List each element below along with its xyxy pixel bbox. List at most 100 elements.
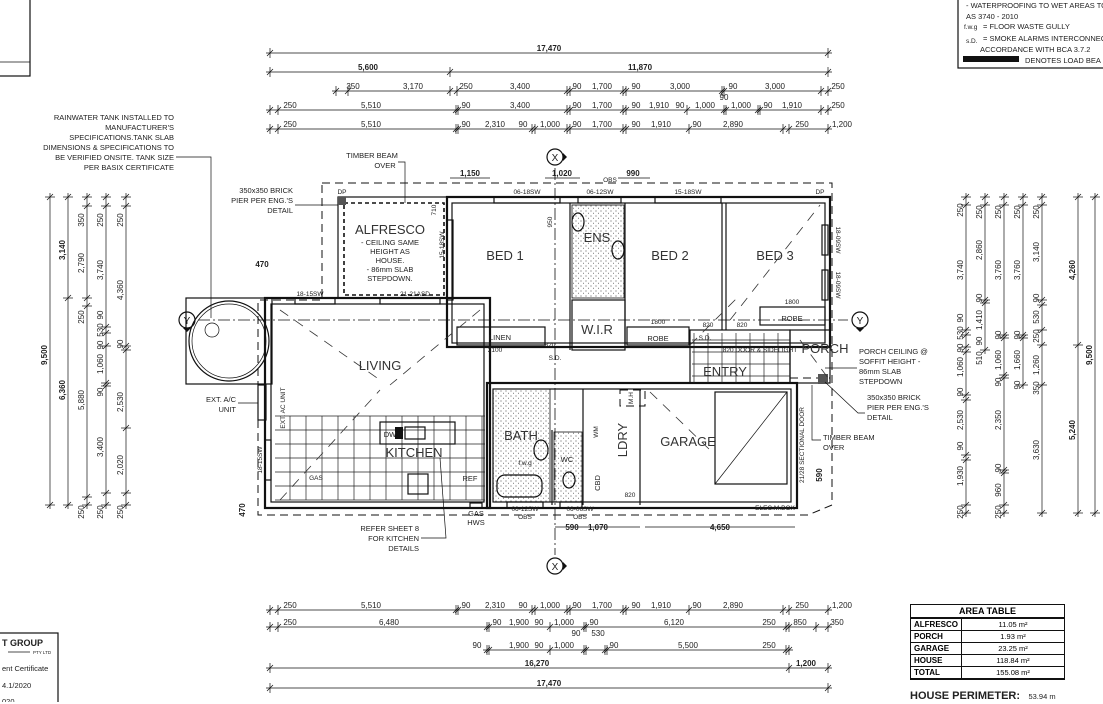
dimension-label: 250 [77,310,86,324]
dimension-label: 350 [77,213,86,227]
legend-line: ACCORDANCE WITH BCA 3.7.2 [980,45,1090,54]
svg-text:DETAIL: DETAIL [267,206,293,215]
dimension-label: 3,630 [1032,439,1041,460]
dimension-label: 1,060 [96,353,105,374]
dimension-label: 90 [96,340,105,349]
window-label: 18-15SW [257,446,264,474]
dimension-label: 5,600 [358,63,379,72]
dimension-label: 90 [462,601,471,610]
dimension-label: 90 [632,601,641,610]
dimension-label: 5,510 [361,601,382,610]
svg-text:OVER: OVER [823,443,845,452]
local-dimensions: 1,150 1,020 990 950 710 470 470 590 1,07… [238,169,824,532]
room-label-robe: ROBE [781,314,802,323]
room-label-garage: GARAGE [660,434,716,449]
smoke-alarm-label: S.D. [549,355,562,362]
room-label-bed1: BED 1 [486,248,524,263]
sd-symbol: s.D. [966,38,978,45]
toilet-icon [571,212,585,232]
window-label: 21-21ASD [400,291,430,298]
legend: - WATERPROOFING TO WET AREAS TO AS 3740 … [957,0,1103,69]
area-label: HOUSE [911,654,962,667]
dimension-label: 3,140 [1032,241,1041,262]
dimension-label: 90 [535,618,544,627]
bath-tiles [492,388,551,503]
ext-ac-note: EXT. A/C UNIT [206,384,267,421]
svg-text:MANUFACTURER'S: MANUFACTURER'S [105,123,174,132]
svg-text:350x350 BRICK: 350x350 BRICK [239,186,293,195]
timber-beam-note: TIMBER BEAM OVER [346,151,406,203]
porch-pier-note: 350x350 BRICK PIER PER ENG.'S DETAIL [824,381,929,422]
dimension-label: 90 [729,82,738,91]
svg-text:Y: Y [857,316,864,327]
dimension-label: 3,000 [670,82,691,91]
dimension-label: 90 [1013,380,1022,389]
dimension-label: 1,060 [956,356,965,377]
dimension-label: 90 [720,93,729,102]
fridge-label: REF [463,474,478,483]
svg-text:DETAILS: DETAILS [388,544,419,553]
svg-text:FOR KITCHEN: FOR KITCHEN [368,534,419,543]
dimension-label: 250 [956,203,965,217]
alfresco-note: STEPDOWN. [367,274,412,283]
garage-door-label: 21/28 SECTIONAL DOOR [799,407,806,483]
company-logo-block: T GROUP PTY LTD ent Certificate 4.1/2020… [0,632,59,702]
alfresco-note: HOUSE. [376,256,405,265]
window-label: 06-12SW [511,506,539,513]
svg-text:710: 710 [431,204,438,215]
dimension-label: 2,350 [994,409,1003,430]
obscure-glass-label: OBS [603,177,617,184]
dimension-label: 250 [96,505,105,519]
dimension-label: 16,270 [525,659,550,668]
dimension-label: 5,510 [361,120,382,129]
room-label-entry: ENTRY [703,364,747,379]
dimension-label: 850 [793,618,807,627]
dimension-label: 2,310 [485,601,506,610]
svg-text:470: 470 [238,503,247,517]
room-label-wc: WC [561,455,574,464]
svg-text:REFER SHEET 8: REFER SHEET 8 [360,524,419,533]
svg-text:EXT. A/C: EXT. A/C [206,395,237,404]
dimension-label: 1,700 [592,101,613,110]
area-value: 11.05 m² [961,618,1064,631]
dimension-label: 90 [994,377,1003,386]
dimension-label: 250 [283,601,297,610]
obscure-glass-label: OBS [573,514,587,521]
svg-text:X: X [552,562,559,573]
dimension-label: 90 [116,339,125,348]
dimension-label: 1,000 [554,641,575,650]
svg-text:Y: Y [184,316,191,327]
dimension-label: 1,000 [695,101,716,110]
dimension-label: 250 [1032,329,1041,343]
door-sidelight-label: 820 DOOR & SIDELIGHT [723,347,797,354]
svg-text:470: 470 [255,260,269,269]
elec-box-label: ELEC.M.BOX [755,505,795,512]
room-label-robe: ROBE [647,334,668,343]
house-perimeter: HOUSE PERIMETER: 53.94 m [910,688,1056,702]
dimension-label: 90 [975,336,984,345]
dimension-label: 250 [795,120,809,129]
dimension-label: 90 [573,82,582,91]
ceiling-lines [279,204,829,501]
svg-text:UNIT: UNIT [219,405,237,414]
dimension-label: 90 [676,101,685,110]
area-value: 118.84 m² [961,654,1064,667]
dimension-label: 90 [572,629,581,638]
dimension-label: 90 [610,641,619,650]
dimension-label: 90 [956,313,965,322]
svg-text:PIER PER ENG.'S: PIER PER ENG.'S [231,196,293,205]
dimension-label: 250 [975,205,984,219]
room-label-bed3: BED 3 [756,248,794,263]
walls [263,195,832,510]
section-marker-x-bottom: X [546,557,567,575]
basin-icon [611,240,625,260]
dimension-label: 90 [590,618,599,627]
room-label-living: LIVING [359,358,402,373]
dimension-label: 90 [462,101,471,110]
dimension-label: 1,200 [796,659,817,668]
window-label: 18-09SW [834,271,841,299]
